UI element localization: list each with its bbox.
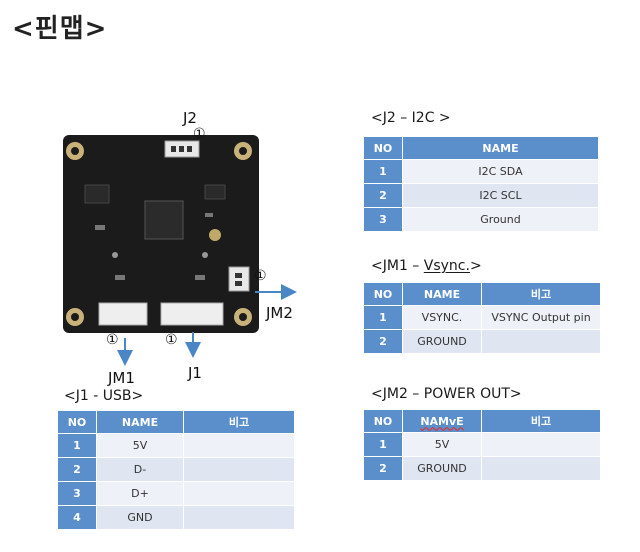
pin-no: 2 bbox=[363, 456, 403, 481]
column-header: 비고 bbox=[183, 410, 295, 434]
pin-no: 4 bbox=[57, 505, 97, 530]
pin-no: 3 bbox=[57, 481, 97, 506]
page-title: <핀맵> bbox=[12, 14, 108, 44]
column-header: 비고 bbox=[481, 409, 601, 433]
pin-no: 3 bbox=[363, 207, 403, 232]
pin-name: D- bbox=[96, 457, 184, 482]
j2-pin1-marker: ① bbox=[193, 126, 206, 142]
pin-no: 1 bbox=[363, 305, 403, 330]
pin-note bbox=[481, 456, 601, 481]
pin-note bbox=[481, 432, 601, 457]
pin-no: 1 bbox=[363, 432, 403, 457]
column-header: NO bbox=[57, 410, 97, 434]
jm1-caption-word: Vsync. bbox=[423, 258, 470, 274]
column-header: NO bbox=[363, 136, 403, 160]
jm1-connector bbox=[98, 302, 148, 326]
column-header: NO bbox=[363, 409, 403, 433]
pin-no: 1 bbox=[57, 433, 97, 458]
pin-note: VSYNC Output pin bbox=[481, 305, 601, 330]
j1-pin1-marker: ① bbox=[165, 332, 178, 348]
jm2-table-caption: <JM2 – POWER OUT> bbox=[371, 386, 522, 402]
pin-note bbox=[481, 329, 601, 354]
pin-name: GROUND bbox=[402, 456, 482, 481]
pin-name: 5V bbox=[96, 433, 184, 458]
pin-name: 5V bbox=[402, 432, 482, 457]
jm2-pin1-marker: ① bbox=[254, 268, 267, 284]
column-header: NO bbox=[363, 282, 403, 306]
jm1-table-caption: <JM1 – Vsync.> bbox=[371, 258, 482, 274]
j1-connector bbox=[160, 302, 224, 326]
pin-name: VSYNC. bbox=[402, 305, 482, 330]
pin-no: 2 bbox=[363, 183, 403, 208]
column-header: NAME bbox=[402, 136, 599, 160]
pin-no: 2 bbox=[57, 457, 97, 482]
j2-table-caption: <J2 – I2C > bbox=[371, 110, 451, 126]
name-header-text: NAMvE bbox=[420, 414, 464, 428]
jm1-caption-suffix: > bbox=[469, 258, 482, 274]
pin-name: GND bbox=[96, 505, 184, 530]
pin-note bbox=[183, 505, 295, 530]
j2-label: J2 bbox=[183, 109, 197, 127]
jm1-label: JM1 bbox=[108, 369, 135, 387]
column-header: NAME bbox=[402, 282, 482, 306]
column-header: 비고 bbox=[481, 282, 601, 306]
pin-note bbox=[183, 433, 295, 458]
pin-no: 1 bbox=[363, 159, 403, 184]
pin-name: D+ bbox=[96, 481, 184, 506]
jm1-pin1-marker: ① bbox=[106, 332, 119, 348]
jm2-label: JM2 bbox=[266, 304, 293, 322]
pin-name: I2C SCL bbox=[402, 183, 599, 208]
pin-note bbox=[183, 457, 295, 482]
column-header: NAMvE bbox=[402, 409, 482, 433]
jm1-caption-prefix: <JM1 – bbox=[371, 258, 424, 274]
main-chip bbox=[144, 200, 184, 240]
column-header: NAME bbox=[96, 410, 184, 434]
jm2-connector bbox=[228, 266, 250, 292]
j1-label: J1 bbox=[188, 364, 202, 382]
pin-no: 2 bbox=[363, 329, 403, 354]
pin-name: Ground bbox=[402, 207, 599, 232]
pin-name: I2C SDA bbox=[402, 159, 599, 184]
pin-name: GROUND bbox=[402, 329, 482, 354]
pcb-board-image bbox=[63, 135, 259, 333]
j1-table-caption: <J1 - USB> bbox=[64, 388, 144, 404]
pin-note bbox=[183, 481, 295, 506]
